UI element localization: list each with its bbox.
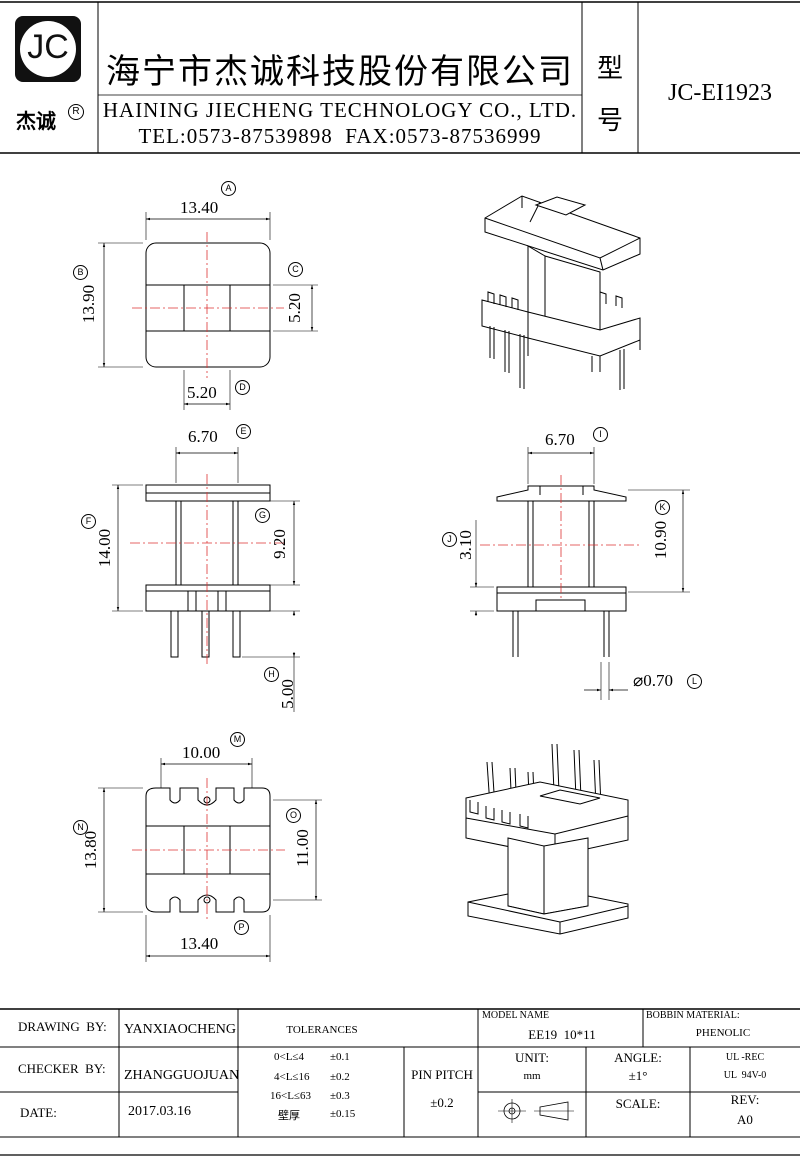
dim-e-value: 6.70	[188, 427, 218, 446]
model-name-value: EE19 10*11	[528, 1027, 596, 1042]
angle-value: ±1°	[628, 1068, 648, 1083]
marker-c: C	[288, 262, 303, 277]
pin-pitch-label: PIN PITCH	[411, 1067, 473, 1082]
dim-m-value: 10.00	[182, 743, 221, 762]
dim-p-value: 13.40	[180, 934, 219, 953]
marker-b: B	[73, 265, 88, 280]
dim-o-value: 11.00	[293, 829, 312, 867]
dim-a-value: 13.40	[180, 198, 219, 217]
tol-range-1: 0<L≤4	[274, 1051, 304, 1063]
side-view	[470, 447, 690, 700]
logo-registered-mark: R	[68, 104, 84, 120]
dim-d-value: 5.20	[187, 383, 217, 402]
scale-label: SCALE:	[615, 1096, 661, 1111]
drawing-by-label: DRAWING BY:	[18, 1019, 107, 1034]
date-label: DATE:	[20, 1105, 57, 1120]
projection-symbol-icon	[498, 1099, 574, 1123]
logo-letters: JC	[27, 28, 69, 66]
marker-f: F	[81, 514, 96, 529]
bottom-view	[98, 758, 322, 962]
checker-by-label: CHECKER BY:	[18, 1061, 106, 1076]
type-label-bottom: 号	[596, 106, 623, 136]
marker-g: G	[255, 508, 270, 523]
marker-j: J	[442, 532, 457, 547]
side-bottom-flange	[496, 586, 627, 612]
dim-c-value: 5.20	[285, 293, 304, 323]
bottom-view-outline	[145, 787, 271, 913]
date-value: 2017.03.16	[128, 1104, 191, 1119]
marker-p: P	[234, 920, 249, 935]
technical-drawing	[98, 195, 690, 962]
marker-k: K	[655, 500, 670, 515]
title-block-grid	[0, 1008, 800, 1156]
tol-value-4: ±0.15	[330, 1108, 356, 1120]
isometric-view-top	[481, 195, 641, 390]
model-code: JC-EI1923	[668, 80, 772, 106]
top-view	[98, 212, 318, 410]
tolerances-label: TOLERANCES	[286, 1024, 358, 1036]
front-bottom-flange	[145, 584, 271, 612]
tol-value-2: ±0.2	[330, 1071, 350, 1083]
angle-label: ANGLE:	[614, 1050, 662, 1065]
ul-rec: UL -REC	[725, 1052, 765, 1063]
dim-f-value: 14.00	[95, 528, 114, 568]
marker-o: O	[286, 808, 301, 823]
bobbin-material-value: PHENOLIC	[695, 1027, 751, 1039]
dim-l-value: ⌀0.70	[633, 671, 673, 690]
header-frame	[0, 1, 800, 154]
rev-label: REV:	[730, 1092, 760, 1107]
tol-value-3: ±0.3	[330, 1090, 350, 1102]
marker-d: D	[235, 380, 250, 395]
isometric-view-bottom	[465, 743, 629, 935]
front-view	[112, 447, 300, 712]
marker-h: H	[264, 667, 279, 682]
dim-b-value: 13.90	[79, 284, 98, 324]
dim-h-value: 5.00	[278, 679, 297, 709]
marker-a: A	[221, 181, 236, 196]
company-logo: JC 杰诚 R	[10, 12, 90, 142]
company-name-cn: 海宁市杰诚科技股份有限公司	[106, 52, 574, 92]
company-contact: TEL:0573-87539898 FAX:0573-87536999	[138, 124, 542, 148]
marker-l: L	[687, 674, 702, 689]
tol-range-2: 4<L≤16	[274, 1071, 310, 1083]
tol-range-4: 壁厚	[278, 1109, 300, 1122]
rev-value: A0	[737, 1112, 753, 1127]
model-name-label: MODEL NAME	[482, 1010, 550, 1021]
marker-m: M	[230, 732, 245, 747]
drawing-by-value: YANXIAOCHENG	[124, 1022, 236, 1037]
logo-brand: 杰诚	[16, 109, 56, 133]
marker-e: E	[236, 424, 251, 439]
tol-range-3: 16<L≤63	[270, 1090, 311, 1102]
dim-i-value: 6.70	[545, 430, 575, 449]
dim-j-value: 3.10	[456, 530, 475, 560]
marker-n: N	[73, 820, 88, 835]
dim-g-value: 9.20	[270, 529, 289, 559]
type-label-top: 型	[596, 54, 623, 84]
unit-value: mm	[523, 1070, 541, 1082]
unit-label: UNIT:	[514, 1050, 549, 1065]
company-name-en: HAINING JIECHENG TECHNOLOGY CO., LTD.	[102, 98, 578, 122]
ul-94v0: UL 94V-0	[723, 1070, 767, 1081]
side-top-flange	[496, 485, 627, 502]
checker-by-value: ZHANGGUOJUAN	[124, 1068, 240, 1083]
dim-k-value: 10.90	[651, 520, 670, 560]
tol-value-1: ±0.1	[330, 1051, 350, 1063]
marker-i: I	[593, 427, 608, 442]
pin-pitch-value: ±0.2	[430, 1095, 454, 1110]
bobbin-material-label: BOBBIN MATERIAL:	[646, 1010, 740, 1021]
logo-mark-icon	[15, 16, 81, 82]
top-view-outline	[145, 242, 271, 368]
